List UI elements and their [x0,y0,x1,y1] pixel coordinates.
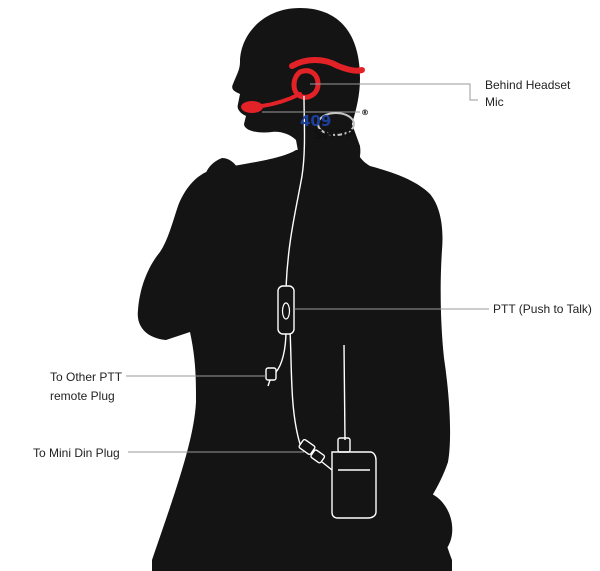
logo-word: SHOP [314,128,355,143]
shop-logo: 409 SHOP ® [300,108,369,143]
callout-mic-label: Mic [485,95,504,109]
cable-icon [275,95,306,445]
headset-mic-icon [241,57,365,113]
callout-lines [126,83,489,453]
other-ptt-plug-icon [265,367,277,387]
logo-number: 409 [300,112,331,130]
callout-line-headset [310,83,478,101]
callout-mini-din-label: To Mini Din Plug [33,446,120,460]
ptt-button-icon [277,285,295,335]
logo-registered-mark: ® [361,108,369,117]
two-way-radio-icon [331,344,377,519]
person-silhouette-icon [137,8,453,571]
callout-remote-plug-label: remote Plug [50,389,115,403]
callout-other-ptt-label: To Other PTT [50,370,123,384]
mini-din-plug-icon [298,438,333,471]
callout-ptt-label: PTT (Push to Talk) [493,302,592,316]
callout-headset-label: Behind Headset [485,78,571,92]
